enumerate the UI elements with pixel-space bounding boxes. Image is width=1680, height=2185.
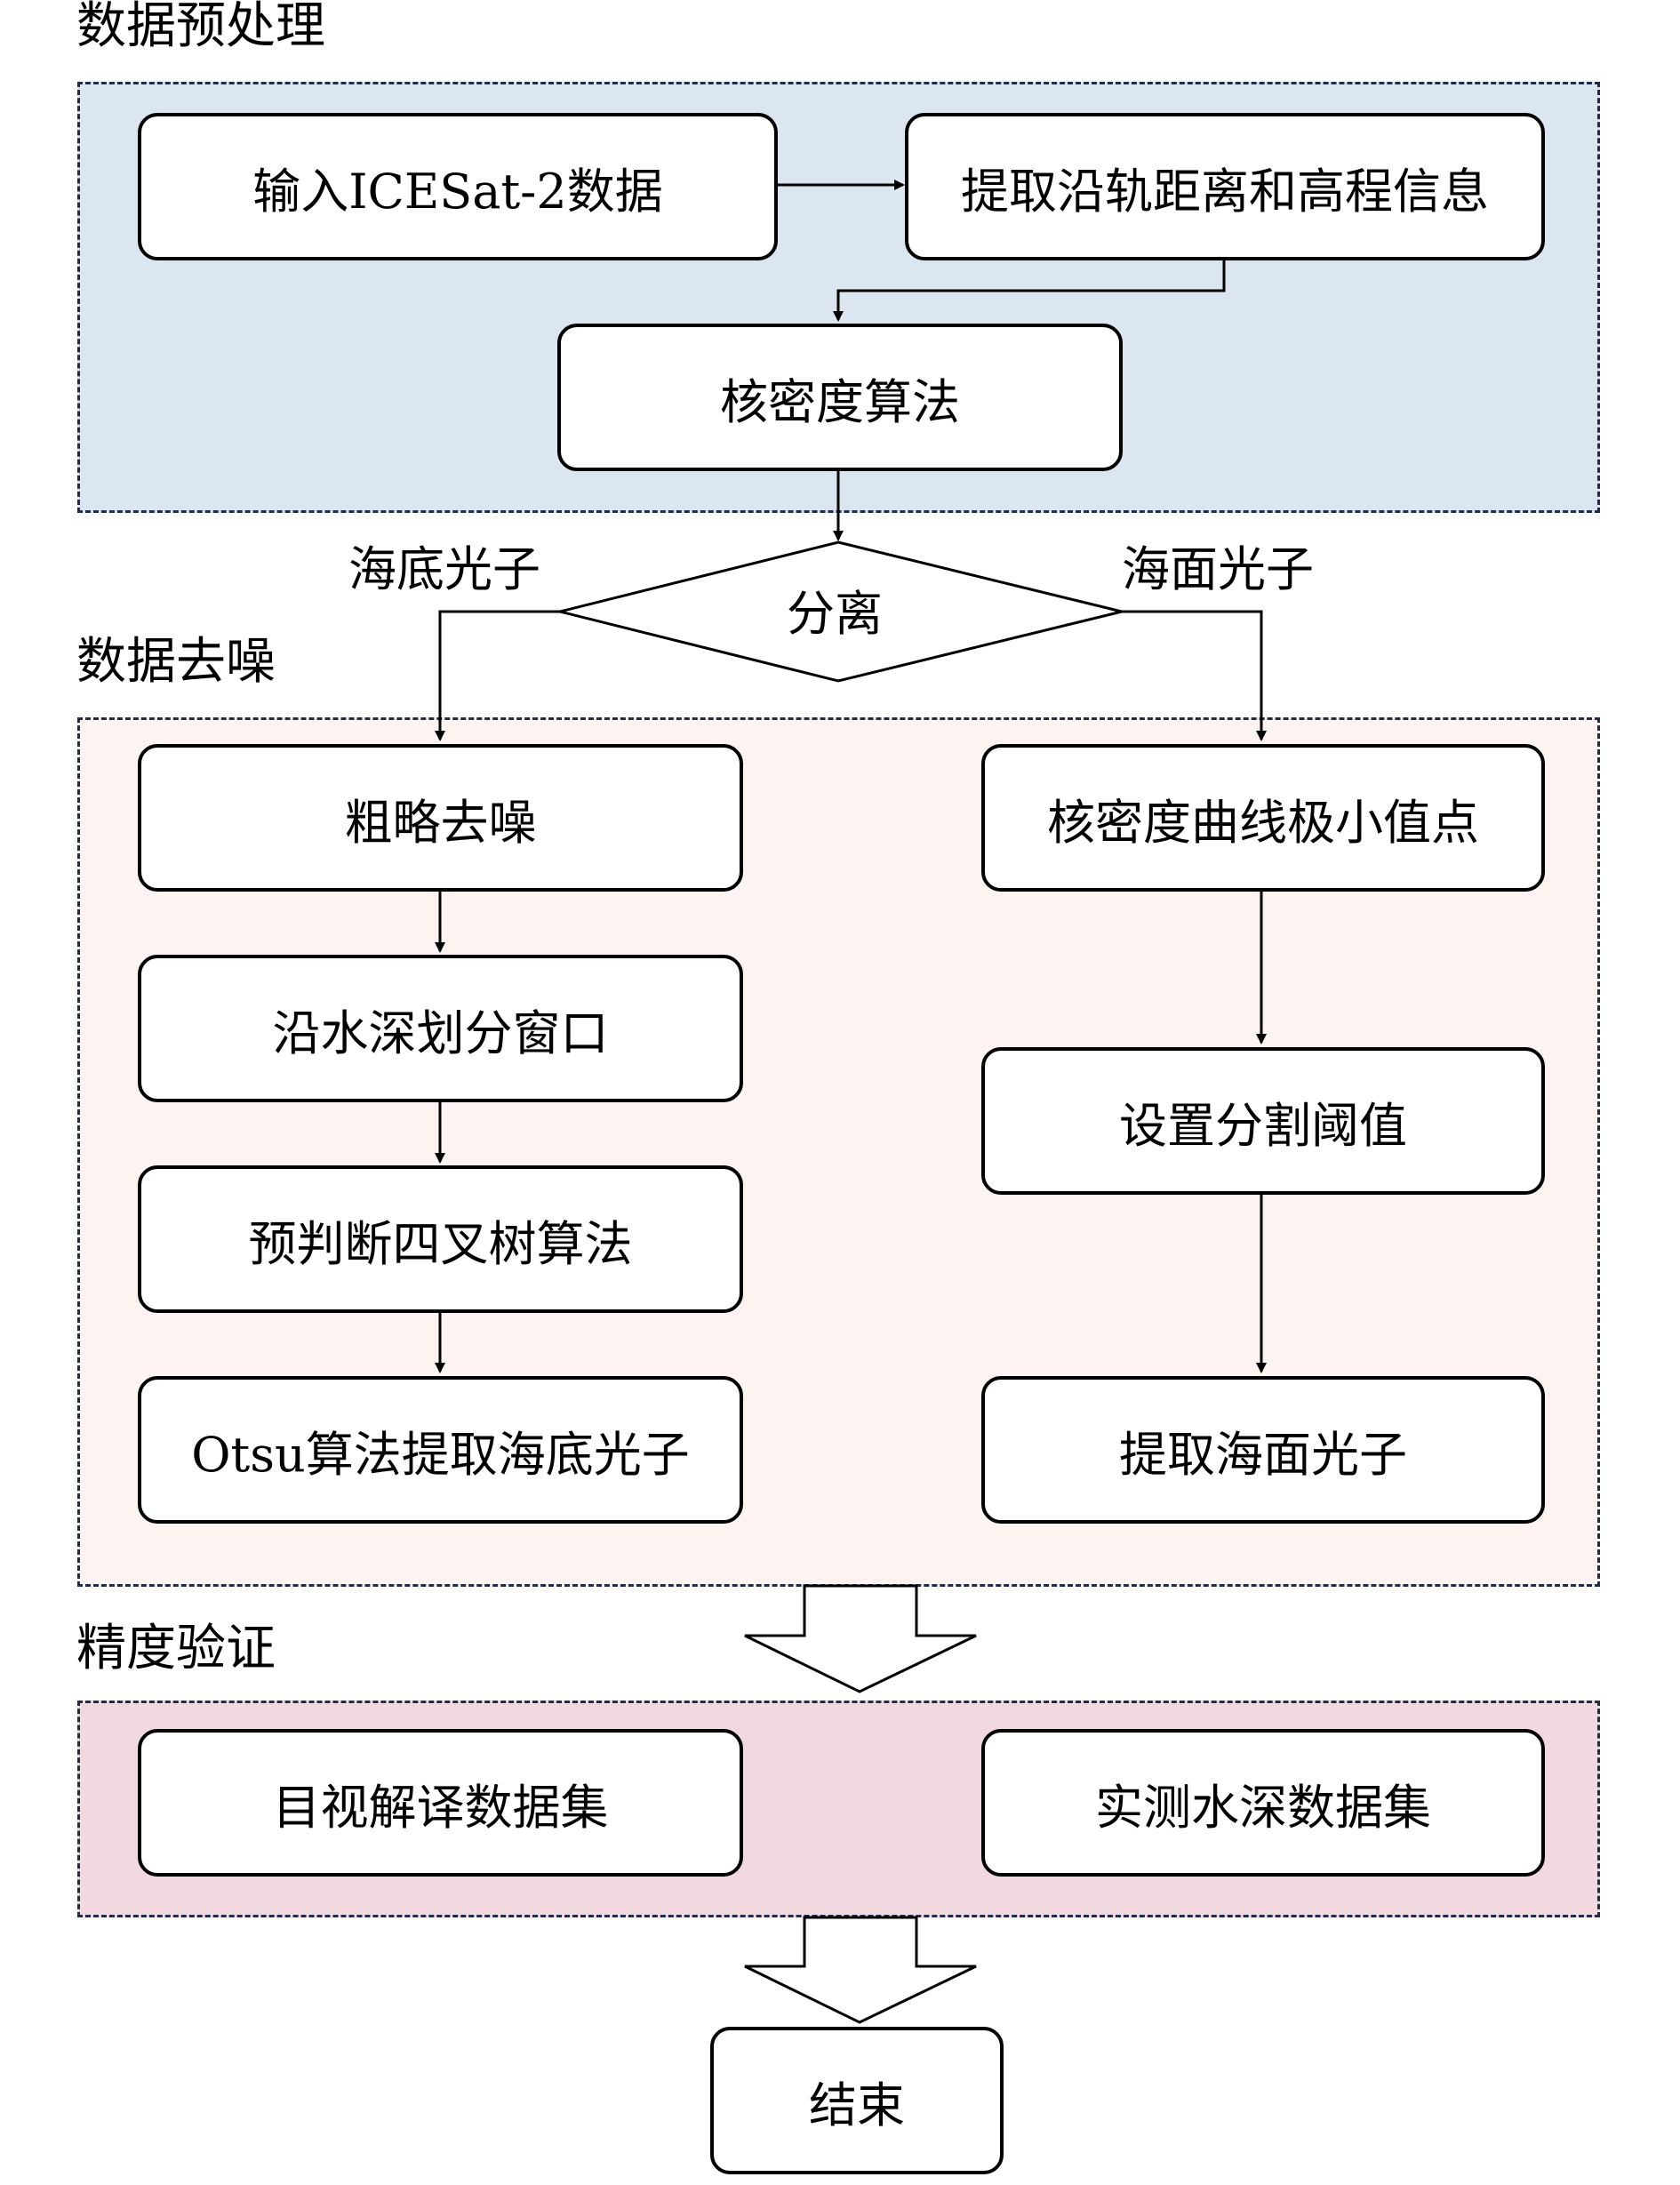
node-quadtree[interactable]: 预判断四叉树算法	[138, 1165, 743, 1313]
edge-split-coarse	[435, 610, 560, 741]
node-input[interactable]: 输入ICESat-2数据	[138, 113, 778, 260]
node-coarse[interactable]: 粗略去噪	[138, 744, 743, 892]
node-extract[interactable]: 提取沿轨距离和高程信息	[905, 113, 1545, 260]
node-kde-min[interactable]: 核密度曲线极小值点	[981, 744, 1545, 892]
edge-label-surface-photons: 海面光子	[1122, 541, 1314, 597]
node-kde[interactable]: 核密度算法	[557, 324, 1123, 471]
node-measured[interactable]: 实测水深数据集	[981, 1729, 1545, 1877]
node-window[interactable]: 沿水深划分窗口	[138, 955, 743, 1102]
section-title-preprocess: 数据预处理	[76, 0, 325, 55]
section-title-validation: 精度验证	[76, 1620, 276, 1677]
node-visual[interactable]: 目视解译数据集	[138, 1729, 743, 1877]
block-arrow-to-end	[744, 1916, 977, 2024]
node-split-label: 分离	[787, 586, 883, 642]
edge-split-kdemin	[1122, 610, 1267, 741]
node-surface[interactable]: 提取海面光子	[981, 1376, 1545, 1524]
section-title-denoise: 数据去噪	[76, 633, 276, 691]
node-threshold[interactable]: 设置分割阈值	[981, 1047, 1545, 1195]
block-arrow-to-validation	[744, 1584, 977, 1693]
split-diamond	[559, 540, 1123, 683]
node-end[interactable]: 结束	[710, 2027, 1004, 2174]
edge-label-bottom-photons: 海底光子	[348, 541, 540, 597]
edge-extract-kde	[833, 260, 1226, 322]
node-otsu[interactable]: Otsu算法提取海底光子	[138, 1376, 743, 1524]
